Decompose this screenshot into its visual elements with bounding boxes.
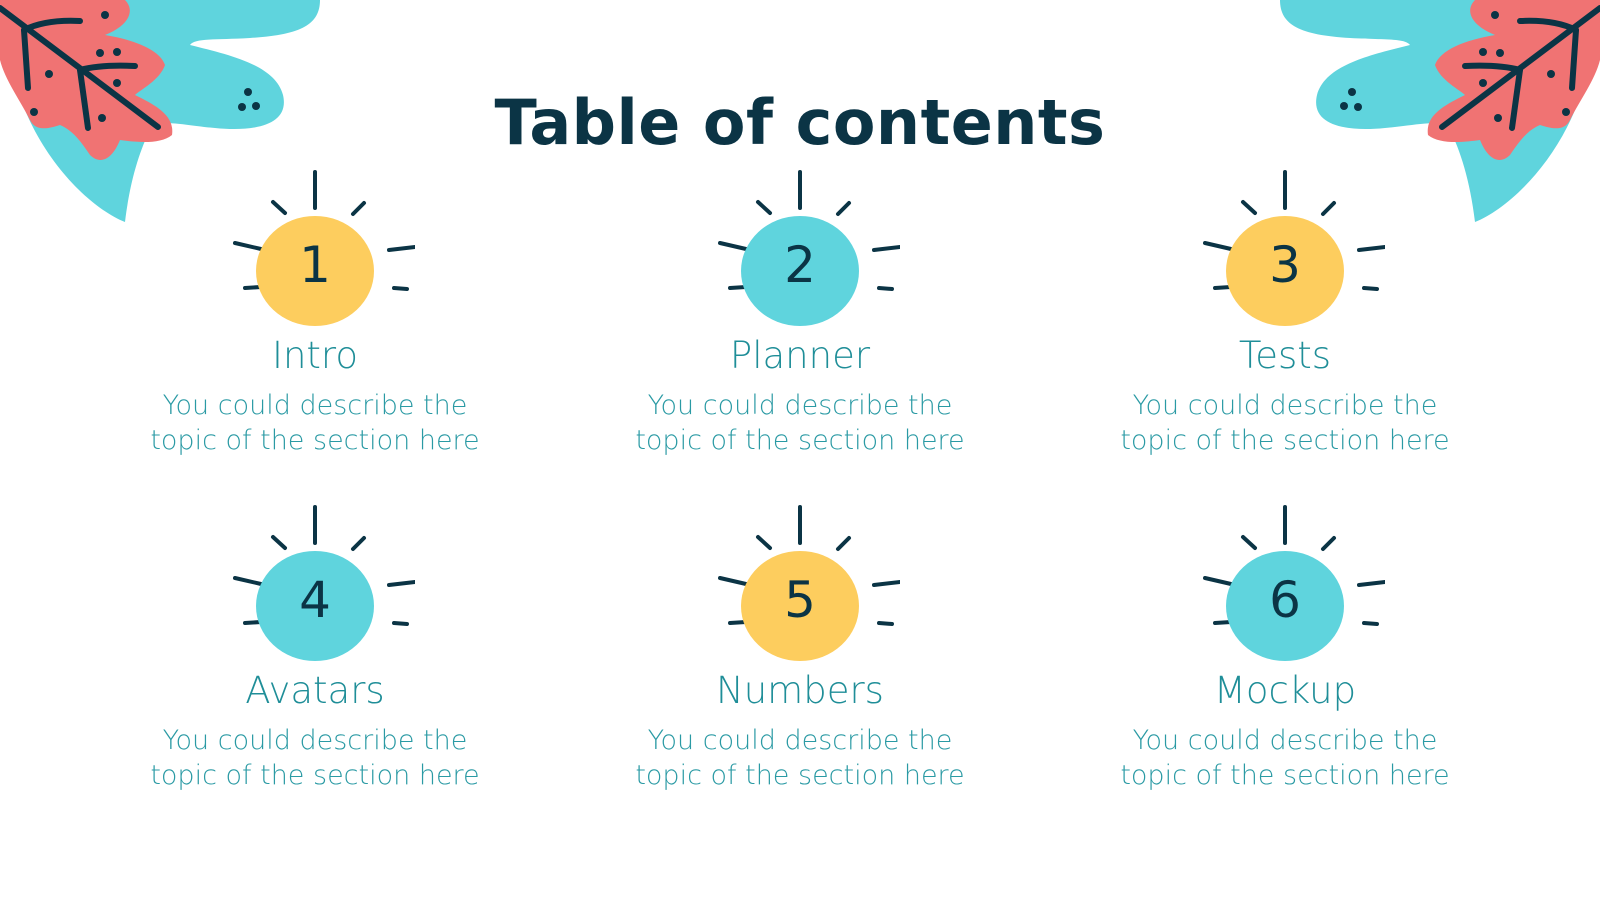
section-number: 5 bbox=[784, 571, 816, 629]
sun-badge: 4 bbox=[215, 505, 415, 665]
sun-badge: 6 bbox=[1185, 505, 1385, 665]
sun-icon bbox=[1203, 170, 1385, 326]
section-number: 2 bbox=[784, 236, 816, 294]
sun-badge: 2 bbox=[700, 170, 900, 330]
section-number: 1 bbox=[299, 236, 331, 294]
sun-badge: 1 bbox=[215, 170, 415, 330]
sun-icon bbox=[233, 170, 415, 326]
section-label: Tests bbox=[1238, 334, 1332, 377]
section-label: Avatars bbox=[245, 669, 385, 712]
leaf-decoration-right-icon bbox=[1280, 0, 1600, 222]
section-label: Numbers bbox=[716, 669, 884, 712]
section-number: 3 bbox=[1269, 236, 1301, 294]
section-label: Planner bbox=[729, 334, 871, 377]
section-number: 4 bbox=[299, 571, 331, 629]
sun-badge: 3 bbox=[1185, 170, 1385, 330]
page-title: Table of contents bbox=[494, 86, 1106, 159]
sun-icon bbox=[1203, 505, 1385, 661]
section-number: 6 bbox=[1269, 571, 1301, 629]
sun-icon bbox=[718, 170, 900, 326]
sun-icon bbox=[718, 505, 900, 661]
sun-badge: 5 bbox=[700, 505, 900, 665]
section-label: Intro bbox=[272, 334, 358, 377]
leaf-decoration-left-icon bbox=[0, 0, 320, 222]
sun-icon bbox=[233, 505, 415, 661]
section-label: Mockup bbox=[1213, 669, 1357, 712]
